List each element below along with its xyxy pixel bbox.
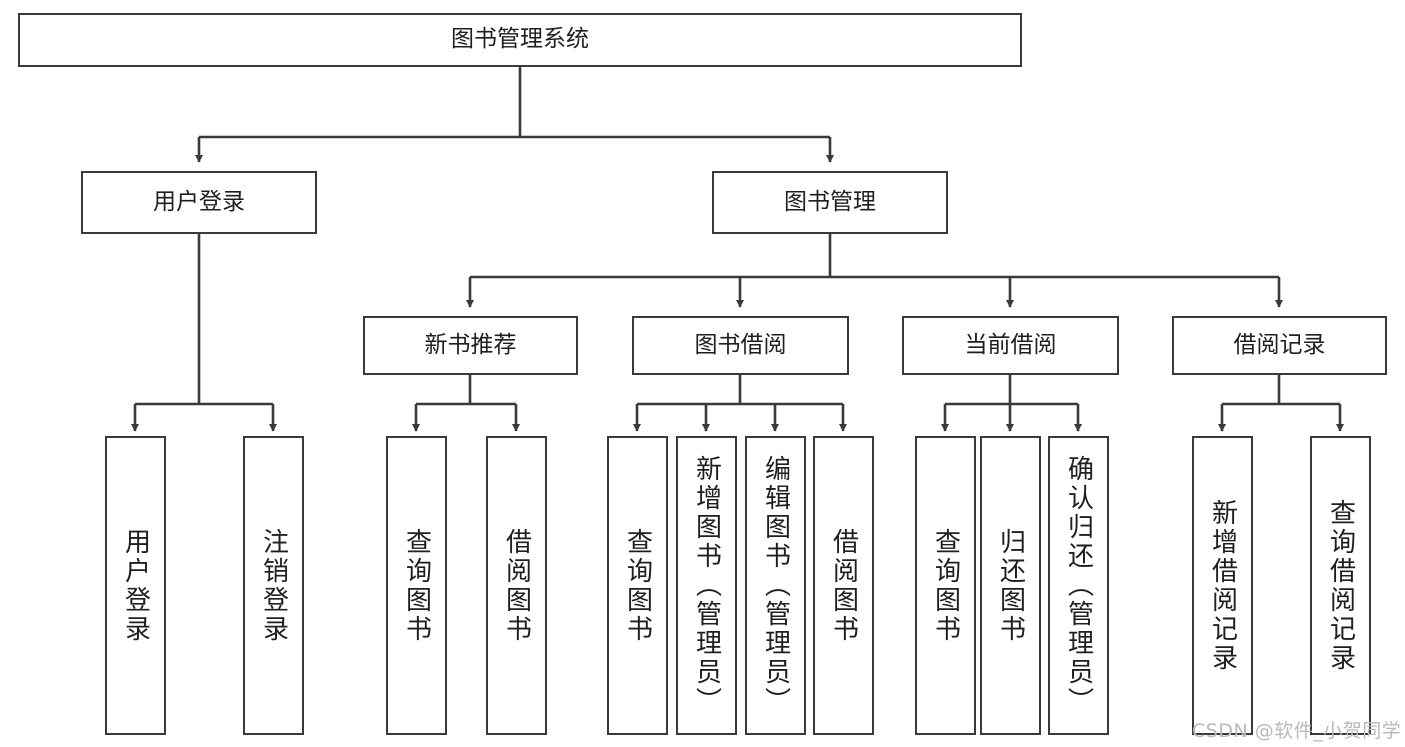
node-book-borrow[interactable]: 图书借阅 xyxy=(632,316,849,375)
node-new-book-recommend[interactable]: 新书推荐 xyxy=(363,316,578,375)
node-label: 注销登录 xyxy=(258,527,289,644)
node-label: 查询图书 xyxy=(930,527,961,644)
leaf-borrow-book[interactable]: 借阅图书 xyxy=(813,436,874,735)
node-label: 新增借阅记录 xyxy=(1207,498,1238,673)
node-label: 查询图书 xyxy=(401,527,432,644)
leaf-logout[interactable]: 注销登录 xyxy=(243,436,304,735)
node-label: 编辑图书（管理员） xyxy=(760,455,791,716)
leaf-add-book-admin[interactable]: 新增图书（管理员） xyxy=(676,436,737,735)
node-label: 新书推荐 xyxy=(424,331,517,358)
node-root-system[interactable]: 图书管理系统 xyxy=(18,13,1022,67)
node-label: 当前借阅 xyxy=(964,331,1057,358)
leaf-query-book-current[interactable]: 查询图书 xyxy=(915,436,976,735)
node-label: 借阅图书 xyxy=(828,527,859,644)
node-label: 图书借阅 xyxy=(694,331,787,358)
leaf-return-book[interactable]: 归还图书 xyxy=(980,436,1041,735)
node-label: 查询图书 xyxy=(622,527,653,644)
leaf-confirm-return-admin[interactable]: 确认归还（管理员） xyxy=(1048,436,1109,735)
watermark-text: CSDN @软件_小贺同学 xyxy=(1192,720,1402,742)
node-current-borrow[interactable]: 当前借阅 xyxy=(902,316,1119,375)
leaf-query-book-borrow[interactable]: 查询图书 xyxy=(607,436,668,735)
leaf-borrow-book-recommend[interactable]: 借阅图书 xyxy=(486,436,547,735)
leaf-edit-book-admin[interactable]: 编辑图书（管理员） xyxy=(745,436,806,735)
node-label: 图书管理 xyxy=(784,188,876,215)
leaf-user-login[interactable]: 用户登录 xyxy=(105,436,166,735)
node-borrow-record[interactable]: 借阅记录 xyxy=(1172,316,1387,375)
node-label: 新增图书（管理员） xyxy=(691,455,722,716)
leaf-add-borrow-record[interactable]: 新增借阅记录 xyxy=(1192,436,1253,735)
node-label: 借阅记录 xyxy=(1233,331,1326,358)
leaf-query-borrow-record[interactable]: 查询借阅记录 xyxy=(1310,436,1371,735)
node-label: 用户登录 xyxy=(153,188,245,215)
node-user-login[interactable]: 用户登录 xyxy=(81,171,317,234)
node-label: 图书管理系统 xyxy=(451,26,589,53)
node-label: 确认归还（管理员） xyxy=(1063,455,1094,716)
node-label: 归还图书 xyxy=(995,527,1026,644)
node-label: 用户登录 xyxy=(120,527,151,644)
node-label: 查询借阅记录 xyxy=(1325,498,1356,673)
leaf-query-book-recommend[interactable]: 查询图书 xyxy=(386,436,447,735)
node-label: 借阅图书 xyxy=(501,527,532,644)
node-book-management[interactable]: 图书管理 xyxy=(712,171,948,234)
